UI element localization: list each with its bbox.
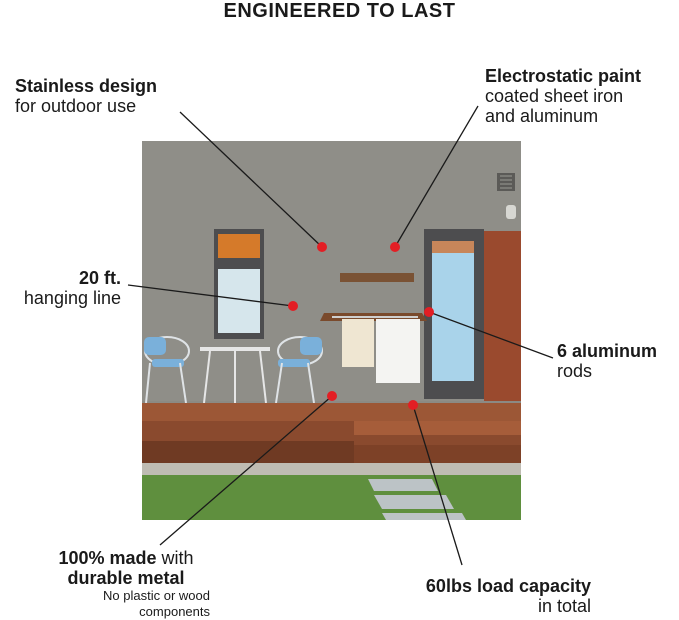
callout-metal-bold2: durable metal: [67, 568, 185, 588]
callout-load-text: in total: [537, 596, 591, 616]
callout-metal-rest1: with: [156, 548, 194, 568]
callout-paint-line2: and aluminum: [485, 106, 599, 126]
callout-stainless: Stainless design for outdoor use: [15, 76, 157, 116]
callout-hanging-title: 20 ft.: [78, 268, 121, 288]
callout-paint: Electrostatic paint coated sheet iron an…: [485, 66, 641, 126]
callout-stainless-title: Stainless design: [15, 76, 158, 96]
callout-hanging-line: 20 ft. hanging line: [0, 268, 121, 308]
callout-load-title: 60lbs load capacity: [425, 576, 591, 596]
callout-metal-bold1: 100% made: [58, 548, 157, 568]
callout-paint-line1: coated sheet iron: [485, 86, 624, 106]
callout-metal-note1: No plastic or wood: [103, 588, 210, 603]
page-title: ENGINEERED TO LAST: [223, 0, 456, 22]
product-photo: [142, 141, 521, 520]
callout-metal-note2: components: [139, 604, 210, 619]
callout-load: 60lbs load capacity in total: [370, 576, 591, 616]
callout-rods-text: rods: [557, 361, 593, 381]
callout-hanging-text: hanging line: [23, 288, 121, 308]
callout-stainless-text: for outdoor use: [15, 96, 137, 116]
callout-rods: 6 aluminum rods: [557, 341, 657, 381]
callout-rods-title: 6 aluminum: [557, 341, 658, 361]
callout-metal: 100% made with durable metal No plastic …: [36, 548, 216, 620]
callout-paint-title: Electrostatic paint: [485, 66, 642, 86]
